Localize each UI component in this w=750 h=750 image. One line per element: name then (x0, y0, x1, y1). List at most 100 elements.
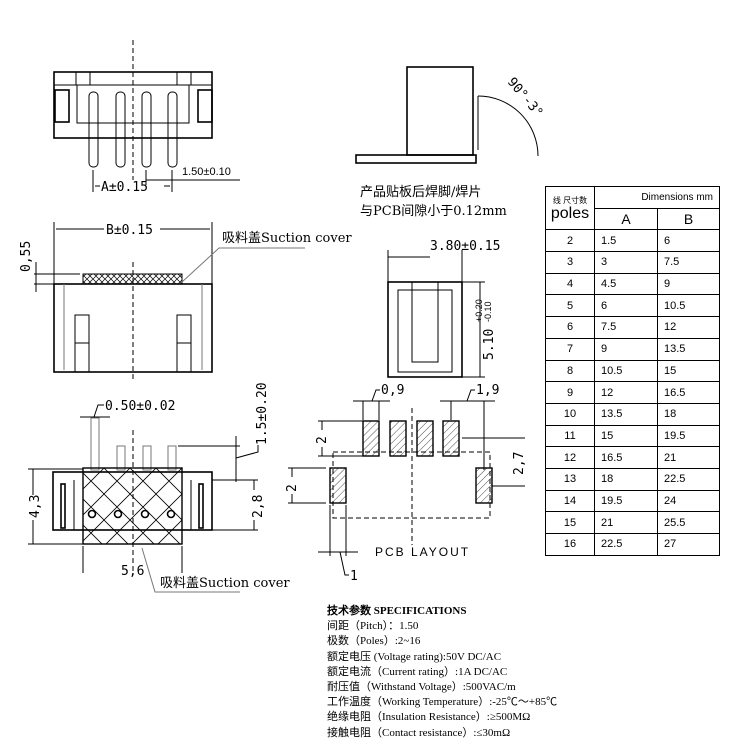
b-cell: 15 (657, 359, 720, 383)
b-cell: 13.5 (657, 337, 720, 361)
row-offset-label: 2,7 (512, 452, 527, 475)
spec-line: 绝缘电阻（Insulation Resistance）:≥500MΩ (327, 711, 531, 724)
front-view: B±0.15 0,55 吸料盖Suction cover (19, 222, 352, 380)
dim-b-label: B±0.15 (106, 223, 153, 238)
pin-width-label: 0.50±0.02 (105, 399, 175, 414)
poles-cell: 12 (545, 446, 595, 469)
suction-cover (82, 273, 183, 285)
header-cn: 线 尺寸数 (552, 196, 588, 206)
header-poles: poles (550, 205, 590, 223)
bottom-view: 0.50±0.02 1.5±0.20 4,3 2,8 5,6 吸料盖Suctio… (28, 382, 290, 593)
b-cell: 6 (657, 229, 720, 253)
spec-line: 耐压值（Withstand Voltage）:500VAC/m (327, 681, 516, 694)
b-cell: 24 (657, 489, 720, 513)
depth-label: 5,6 (121, 564, 144, 579)
pad-length-top-label: 2 (315, 436, 330, 444)
side-pad-width-label: 1 (350, 569, 358, 584)
pitch-label: 1.50±0.10 (182, 166, 231, 178)
spec-line: 工作温度（Working Temperature）:-25℃～+85℃ (327, 696, 558, 709)
a-cell: 1.5 (594, 229, 658, 253)
a-cell: 10.5 (594, 359, 658, 383)
b-cell: 16.5 (657, 381, 720, 404)
pad-width-label: 0,9 (381, 383, 404, 398)
spec-line: 额定电压 (Voltage rating):50V DC/AC (327, 650, 502, 663)
spec-line: 间距（Pitch）：1.50 (327, 620, 419, 633)
poles-cell: 6 (545, 316, 595, 339)
a-cell: 6 (594, 294, 658, 318)
pads (329, 420, 493, 504)
pcb-layout: 0,9 1,9 2 2 2,7 1 PCB LAYOUT (285, 383, 527, 584)
spec-line: 额定电流（Current rating）:1A DC/AC (327, 665, 508, 678)
a-cell: 4.5 (594, 272, 658, 296)
poles-cell: 2 (545, 229, 595, 253)
b-cell: 18 (657, 402, 720, 426)
poles-cell: 9 (545, 381, 595, 404)
poles-cell: 3 (545, 251, 595, 274)
side-height-tol-plus: +0.20 (474, 299, 484, 322)
a-cell: 21 (594, 511, 658, 534)
a-cell: 12 (594, 381, 658, 404)
side-height-label: 5.10 (482, 329, 497, 360)
b-cell: 9 (657, 272, 720, 296)
poles-cell: 14 (545, 489, 595, 513)
pin-length-label: 1.5±0.20 (255, 382, 270, 445)
suction-cover (82, 467, 183, 545)
pad-length-side-label: 2 (285, 484, 300, 492)
poles-cell: 16 (545, 533, 595, 556)
poles-cell: 8 (545, 359, 595, 383)
angle-label: 90°-3° (504, 75, 546, 121)
b-cell: 21 (657, 446, 720, 469)
right-angle-view: 90°-3° 产品贴板后焊脚/焊片 与PCB间隙小于0.12mm (355, 66, 546, 219)
b-cell: 7.5 (657, 251, 720, 274)
b-cell: 19.5 (657, 424, 720, 448)
pins (88, 91, 178, 168)
edge-offset-label: 1,9 (476, 383, 499, 398)
inner-height-label: 2,8 (251, 495, 266, 518)
poles-header: 线 尺寸数 poles (545, 185, 595, 231)
a-cell: 13.5 (594, 402, 658, 426)
pcb-layout-title: PCB LAYOUT (375, 545, 470, 559)
header-a: A (594, 207, 658, 231)
side-height-tol-minus: -0.10 (483, 301, 493, 322)
side-view: 3.80±0.15 5.10 +0.20 -0.10 (387, 239, 500, 378)
poles-cell: 10 (545, 402, 595, 426)
a-cell: 19.5 (594, 489, 658, 513)
a-cell: 3 (594, 251, 658, 274)
poles-cell: 13 (545, 467, 595, 491)
a-cell: 22.5 (594, 533, 658, 556)
bottom-suction-cover-label: 吸料盖Suction cover (160, 576, 290, 591)
b-cell: 12 (657, 316, 720, 339)
gap-note-line2: 与PCB间隙小于0.12mm (360, 204, 507, 219)
top-view: A±0.15 1.50±0.10 (53, 40, 240, 195)
poles-cell: 5 (545, 294, 595, 318)
a-cell: 18 (594, 467, 658, 491)
a-cell: 16.5 (594, 446, 658, 469)
b-cell: 27 (657, 533, 720, 556)
gap-note-line1: 产品贴板后焊脚/焊片 (360, 184, 481, 200)
height-label: 4,3 (28, 495, 43, 518)
cover-height-label: 0,55 (19, 241, 34, 272)
specs-title: 技术参数 SPECIFICATIONS (327, 605, 467, 617)
poles-cell: 15 (545, 511, 595, 534)
header-b: B (657, 207, 720, 231)
spec-line: 极数（Poles）:2~16 (327, 635, 421, 648)
side-width-label: 3.80±0.15 (430, 239, 500, 254)
a-cell: 7.5 (594, 316, 658, 339)
poles-cell: 4 (545, 272, 595, 296)
